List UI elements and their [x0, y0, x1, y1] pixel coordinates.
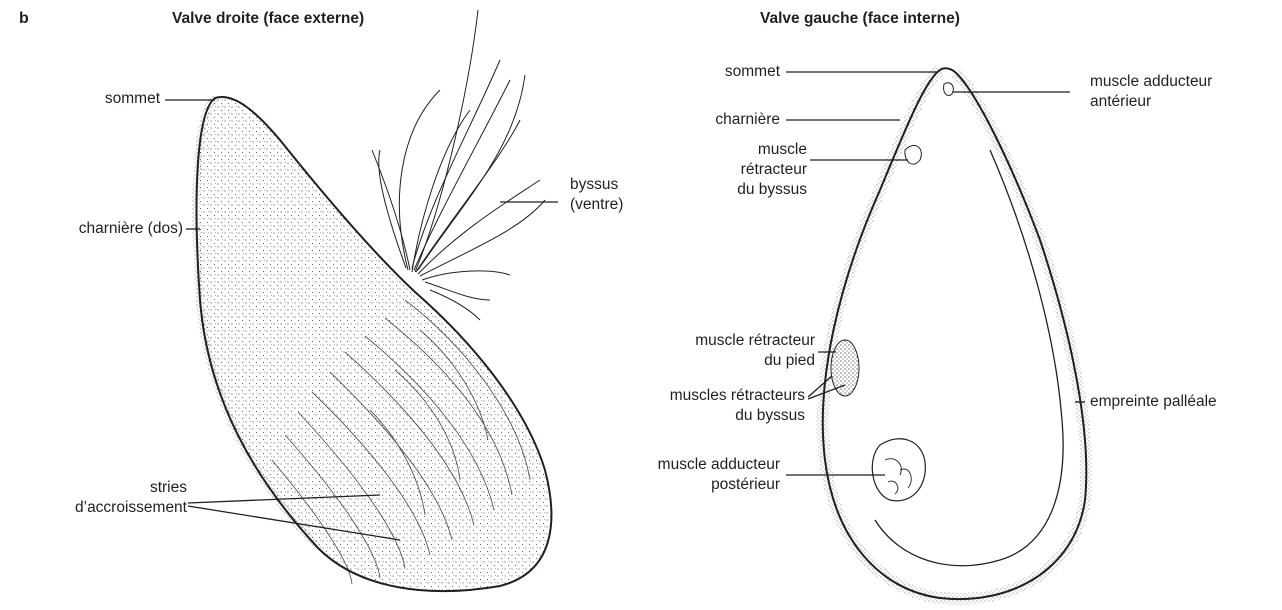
posterior-adductor-scar — [872, 439, 925, 501]
label-add-ant-line2: antérieur — [1090, 92, 1212, 112]
label-byssus-line1: byssus — [570, 175, 623, 195]
label-mrbs-line2: du byssus — [670, 406, 805, 426]
left-valve-shell — [823, 68, 1087, 599]
panel-letter: b — [19, 10, 29, 28]
label-mrb-line2: rétracteur — [737, 160, 807, 180]
left-valve-outline — [823, 68, 1087, 599]
label-muscle-retracteur-byssus: muscle rétracteur du byssus — [737, 140, 807, 200]
label-mrb-line1: muscle — [737, 140, 807, 160]
label-adducteur-posterieur: muscle adducteur postérieur — [658, 455, 780, 495]
label-mrp-line2: du pied — [695, 351, 815, 371]
right-valve-title: Valve droite (face externe) — [172, 10, 364, 28]
label-mrb-line3: du byssus — [737, 180, 807, 200]
label-empreinte-palleale: empreinte palléale — [1090, 392, 1217, 412]
pedal-retractor-scar — [831, 340, 859, 396]
right-valve-shell — [197, 10, 552, 591]
label-add-ant-line1: muscle adducteur — [1090, 72, 1212, 92]
label-byssus: byssus (ventre) — [570, 175, 623, 215]
label-adducteur-anterieur: muscle adducteur antérieur — [1090, 72, 1212, 112]
label-retracteurs-byssus: muscles rétracteurs du byssus — [670, 386, 805, 426]
label-charniere-right: charnière — [715, 110, 780, 130]
label-add-post-line2: postérieur — [658, 475, 780, 495]
label-add-post-line1: muscle adducteur — [658, 455, 780, 475]
byssus-threads — [372, 10, 545, 320]
label-stries: stries d’accroissement — [75, 478, 187, 518]
label-stries-line1: stries — [75, 478, 187, 498]
left-valve-title: Valve gauche (face interne) — [760, 10, 960, 28]
label-charniere-dos: charnière (dos) — [79, 219, 183, 239]
label-retracteur-pied: muscle rétracteur du pied — [695, 331, 815, 371]
label-sommet-right: sommet — [725, 62, 780, 82]
label-mrbs-line1: muscles rétracteurs — [670, 386, 805, 406]
label-sommet-left: sommet — [105, 89, 160, 109]
label-mrp-line1: muscle rétracteur — [695, 331, 815, 351]
label-byssus-line2: (ventre) — [570, 195, 623, 215]
label-stries-line2: d’accroissement — [75, 498, 187, 518]
